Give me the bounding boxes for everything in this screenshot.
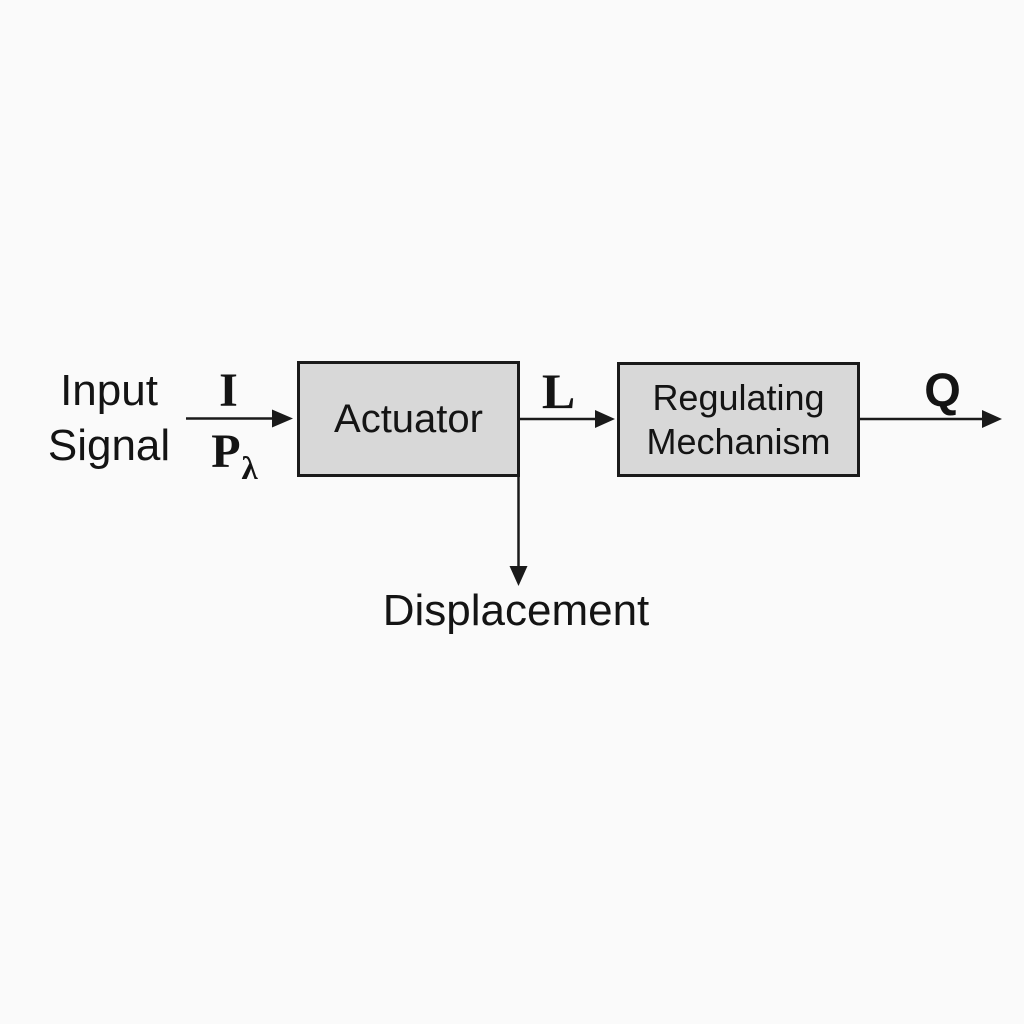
signal-p-base: P: [211, 425, 241, 478]
actuator-output-arrow: [520, 410, 615, 428]
block-actuator-label: Actuator: [334, 396, 483, 441]
regulator-output-arrow: [860, 410, 1002, 428]
signal-p-subscript: λ: [241, 451, 258, 487]
input-arrow: [186, 409, 293, 428]
block-actuator: Actuator: [297, 361, 520, 477]
signal-i-label: I: [219, 364, 238, 417]
displacement-arrowhead-icon: [509, 566, 528, 586]
signal-q-label: Q: [924, 363, 961, 416]
signal-p-lambda-label: Pλ: [196, 424, 272, 487]
input-signal-label: Input Signal: [47, 366, 171, 470]
displacement-arrow: [509, 477, 528, 586]
block-regulating-mechanism: Regulating Mechanism: [617, 362, 860, 477]
signal-l-label: L: [541, 363, 576, 419]
input-arrowhead-icon: [272, 409, 293, 428]
regulator-output-arrowhead-icon: [982, 410, 1002, 428]
displacement-label: Displacement: [382, 586, 650, 635]
block-regulating-mechanism-label: Regulating Mechanism: [646, 377, 831, 462]
actuator-output-arrowhead-icon: [595, 410, 615, 428]
